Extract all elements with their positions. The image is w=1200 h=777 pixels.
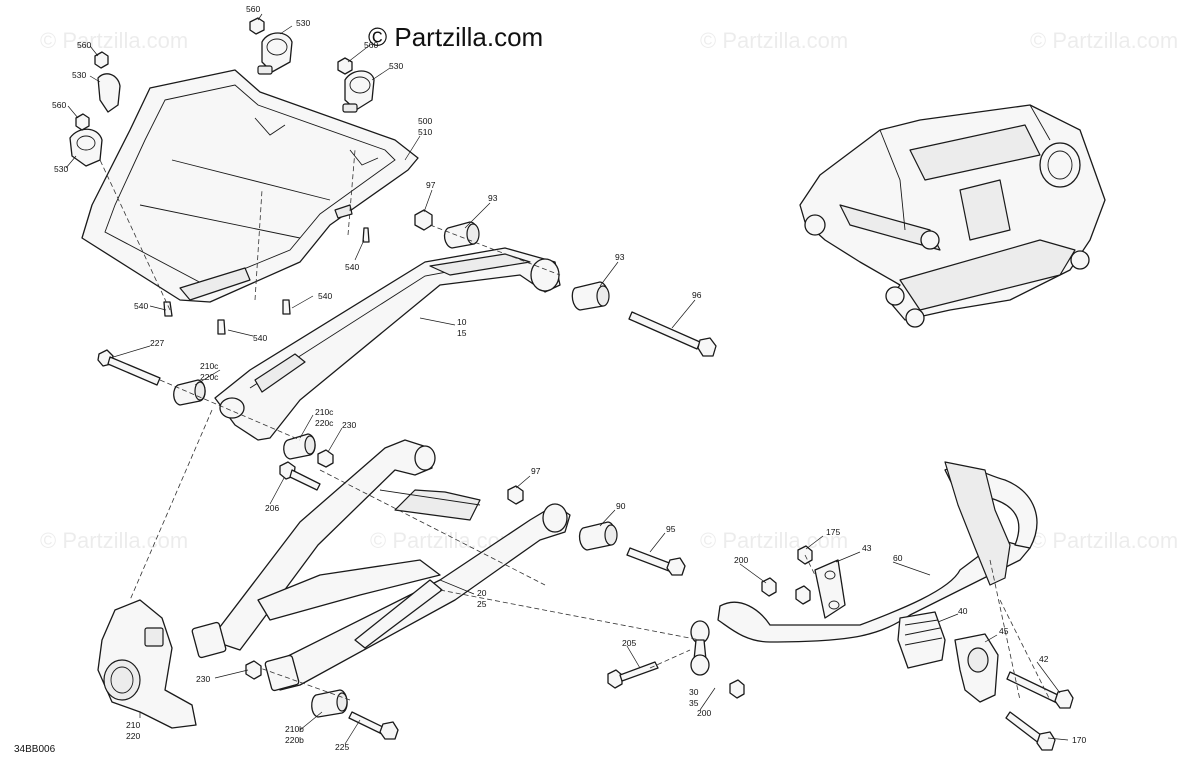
callout-540: 540 (345, 262, 359, 272)
callout-210c: 210c (200, 361, 219, 371)
watermark-tiles: © Partzilla.com © Partzilla.com © Partzi… (40, 28, 1178, 553)
bolt-42 (1006, 671, 1074, 709)
clamp-530-mid (337, 57, 375, 113)
callout-labels: 560 530 560 530 560 530 560 530 500 510 … (52, 4, 1086, 752)
callout-220: 220 (126, 731, 140, 741)
callout-15: 15 (457, 328, 467, 338)
callout-90: 90 (616, 501, 626, 511)
callout-220c: 220c (200, 372, 219, 382)
clamp-530-left-upper (94, 51, 121, 113)
watermark-tile: © Partzilla.com (700, 28, 848, 53)
callout-205: 205 (622, 638, 636, 648)
callout-540: 540 (318, 291, 332, 301)
sway-bar-bushing (897, 611, 946, 669)
assembled-view (799, 104, 1106, 328)
callout-540: 540 (253, 333, 267, 343)
callout-30: 30 (689, 687, 699, 697)
watermark-tile: © Partzilla.com (1030, 528, 1178, 553)
upper-bushings (414, 209, 610, 311)
callout-540: 540 (134, 301, 148, 311)
callout-43: 43 (862, 543, 872, 553)
callout-530: 530 (389, 61, 403, 71)
sway-bar (717, 461, 1038, 643)
screw-540-set (163, 227, 370, 335)
diagram-code: 34BB006 (14, 744, 56, 755)
watermark-tile: © Partzilla.com (40, 528, 188, 553)
callout-20: 20 (477, 588, 487, 598)
knuckle (97, 599, 197, 729)
clamp-530-left-lower (69, 113, 103, 167)
callout-220b: 220b (285, 735, 304, 745)
callout-10: 10 (457, 317, 467, 327)
callout-93: 93 (488, 193, 498, 203)
watermark-tile: © Partzilla.com (1030, 28, 1178, 53)
bolt-205 (607, 661, 659, 689)
upper-a-arm (214, 247, 561, 441)
assembly-guide-lines (99, 149, 1051, 701)
callout-60: 60 (893, 553, 903, 563)
callout-206: 206 (265, 503, 279, 513)
bolt-225 (348, 711, 399, 740)
stabilizer-link (690, 620, 745, 699)
callout-200: 200 (734, 555, 748, 565)
callout-560: 560 (246, 4, 260, 14)
callout-40: 40 (958, 606, 968, 616)
callout-97: 97 (531, 466, 541, 476)
callout-225: 225 (335, 742, 349, 752)
callout-560: 560 (52, 100, 66, 110)
callout-530: 530 (72, 70, 86, 80)
bushing-210c-upper (173, 379, 206, 406)
callout-220c: 220c (315, 418, 334, 428)
callout-530: 530 (296, 18, 310, 28)
callout-200: 200 (697, 708, 711, 718)
callout-42: 42 (1039, 654, 1049, 664)
sway-bar-bracket (954, 633, 999, 703)
callout-25: 25 (477, 599, 487, 609)
leader-lines (65, 13, 1069, 745)
partzilla-watermark: © Partzilla.com (368, 22, 544, 52)
clamp-530-top (249, 17, 293, 75)
bolt-95 (626, 547, 686, 576)
callout-227: 227 (150, 338, 164, 348)
callout-210c: 210c (315, 407, 334, 417)
lower-a-arm (191, 439, 571, 692)
bolt-170 (1005, 711, 1056, 751)
callout-96: 96 (692, 290, 702, 300)
bushing-210b (245, 660, 348, 718)
bushing-210c-lower (283, 433, 334, 468)
link-plate (761, 545, 846, 619)
callout-230: 230 (342, 420, 356, 430)
callout-210: 210 (126, 720, 140, 730)
bolt-227 (97, 349, 161, 386)
watermark-tile: © Partzilla.com (40, 28, 188, 53)
callout-45: 45 (999, 626, 1009, 636)
callout-97: 97 (426, 180, 436, 190)
lower-bushings (507, 485, 618, 551)
bolt-96 (628, 311, 717, 357)
bolt-206 (279, 461, 321, 491)
callout-230: 230 (196, 674, 210, 684)
callout-500: 500 (418, 116, 432, 126)
watermark-tile: © Partzilla.com (700, 528, 848, 553)
callout-93: 93 (615, 252, 625, 262)
callout-530: 530 (54, 164, 68, 174)
callout-560: 560 (77, 40, 91, 50)
skid-plate (81, 69, 419, 303)
callout-510: 510 (418, 127, 432, 137)
callout-175: 175 (826, 527, 840, 537)
callout-35: 35 (689, 698, 699, 708)
callout-560: 560 (364, 40, 378, 50)
callout-170: 170 (1072, 735, 1086, 745)
callout-210b: 210b (285, 724, 304, 734)
callout-95: 95 (666, 524, 676, 534)
